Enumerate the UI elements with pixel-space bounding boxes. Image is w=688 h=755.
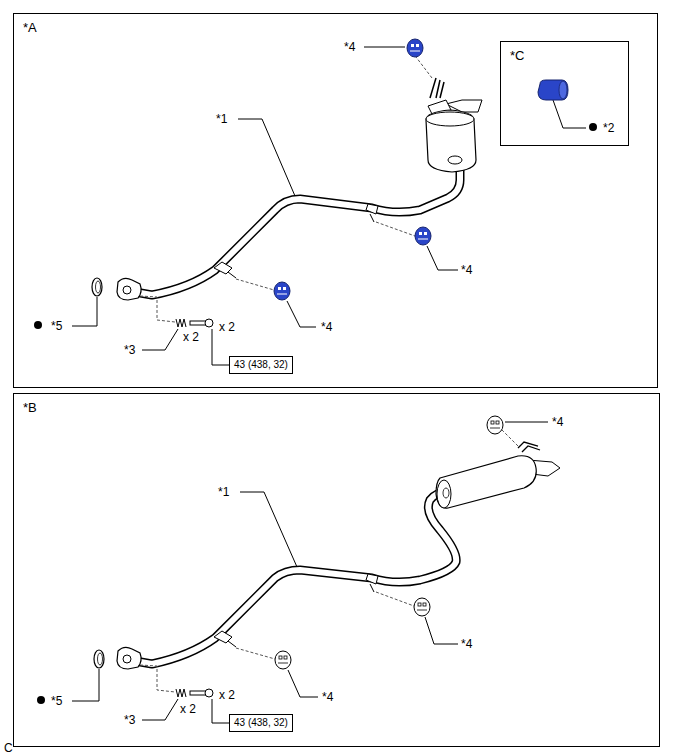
callout-number: *4 [344,40,355,54]
callout-number: *5 [51,319,62,333]
muffler-a [426,78,482,172]
pipe-a [118,166,460,295]
hangers-a [214,204,378,278]
callout-number: *1 [218,485,229,499]
view-panel: *B 43 (438, 32) [13,393,660,747]
callout-number: *1 [216,112,227,126]
callout-number: *2 [603,121,614,135]
view-letter: *B [23,400,650,415]
dashed-b [140,430,518,692]
tail-cap [538,80,568,100]
quantity-note: x 2 [219,688,235,702]
quantity-note: x 2 [180,702,196,716]
flange-b [94,647,141,669]
quantity-note: C [4,741,13,755]
callout-number: *4 [461,263,472,277]
view-letter: *A [23,20,648,35]
torque-box: 43 (438, 32) [229,714,293,732]
pipe-b [118,492,456,664]
quantity-note: x 2 [219,320,235,334]
torque-value: 43 (438, 32) [234,358,288,372]
callout-number: *3 [124,343,135,357]
leaders-a [72,47,586,365]
callout-number: *4 [322,690,333,704]
quantity-note: x 2 [183,330,199,344]
view-letter: *C [510,48,619,63]
callout-number: *3 [124,713,135,727]
torque-box: 43 (438, 32) [229,356,293,374]
torque-value: 43 (438, 32) [234,716,288,730]
callout-number: *4 [461,637,472,651]
leaders-b [72,422,548,723]
callout-number: *4 [552,415,563,429]
muffler-b [436,442,560,508]
hangers-b [214,574,378,647]
callout-number: *4 [321,320,332,334]
dashed-a [140,57,432,322]
flange-a [92,278,141,300]
view-panel: *A *C 43 (438, 32) [13,13,658,388]
callout-number: *5 [51,694,62,708]
